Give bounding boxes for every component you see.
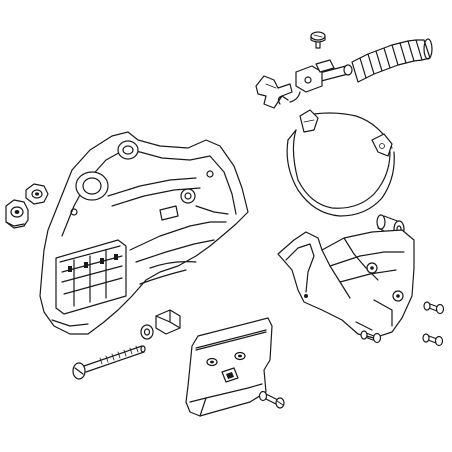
washer — [140, 324, 154, 340]
compression-spring — [351, 38, 433, 83]
guide-plate — [185, 317, 273, 417]
sprocket-cover-housing — [39, 131, 249, 335]
long-tensioner-bolt — [72, 345, 146, 380]
bottom-screw — [258, 390, 285, 409]
shield-screw-2 — [360, 330, 382, 344]
top-screw — [310, 31, 326, 49]
brake-band — [286, 109, 395, 217]
tensioner-slide-nut — [155, 309, 181, 335]
adjuster-lever-assembly — [255, 59, 353, 109]
collar-nut-lower — [5, 199, 29, 229]
shield-screw-1 — [423, 301, 445, 315]
chain-brake-shield — [277, 229, 415, 339]
shield-screw-3 — [422, 333, 444, 347]
collar-nut-upper — [25, 183, 49, 205]
